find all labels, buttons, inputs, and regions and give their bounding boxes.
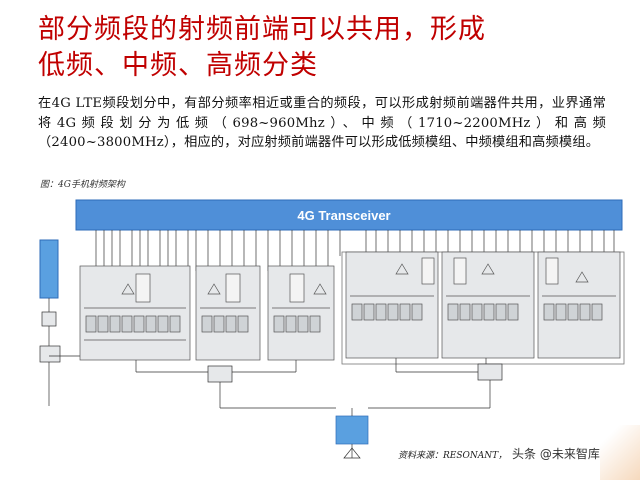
watermark-text: 头条 @未来智库 [512,446,600,461]
rf-architecture-diagram: 4G Transceiver [39,199,625,461]
transceiver-block [75,199,623,231]
low-band-module-3 [267,265,335,361]
low-band-module-1 [79,265,191,361]
transceiver-label: 4G Transceiver [297,208,390,223]
source-text: 资料来源：RESONANT， [398,450,507,461]
slide-title: 部分频段的射频前端可以共用，形成 低频、中频、高频分类 [38,12,598,84]
body-paragraph: 在4G LTE频段划分中，有部分频率相近或重合的频段，可以形成射频前端器件共用，… [38,96,606,150]
title-line-2: 低频、中频、高频分类 [38,50,318,81]
mid-high-band-module [441,251,535,359]
high-band-module [537,251,621,359]
figure-caption: 图：4G手机射频架构 [40,180,125,190]
decorative-corner [600,425,640,480]
low-band-module-2 [195,265,261,361]
mid-band-module [345,251,439,359]
title-line-1: 部分频段的射频前端可以共用，形成 [38,14,486,45]
antenna-switch-block [39,239,59,299]
